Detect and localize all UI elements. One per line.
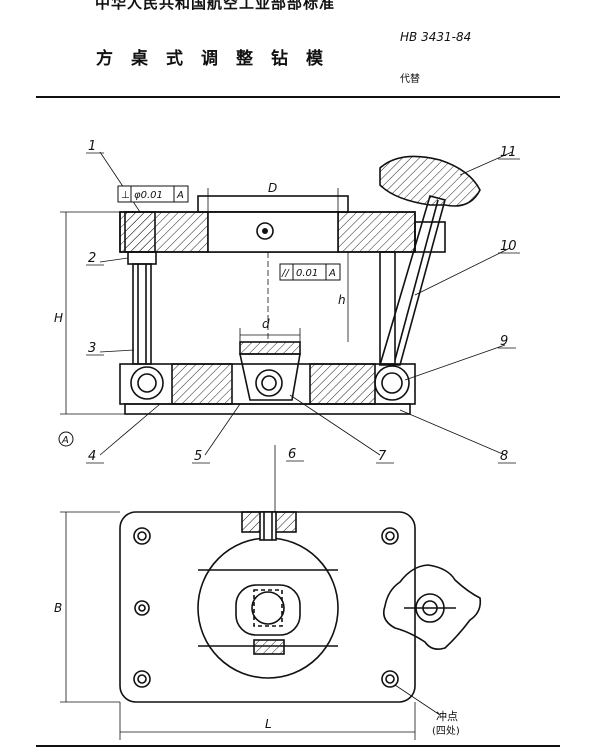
base-hatch-left — [171, 363, 233, 405]
dim-B: B — [54, 601, 62, 615]
part-4: 4 — [88, 449, 96, 464]
right-eye — [374, 365, 410, 401]
dim-L: L — [265, 717, 272, 731]
note-punch-count: (四处) — [432, 725, 460, 737]
right-pillar — [379, 251, 396, 365]
part-6: 6 — [288, 447, 296, 462]
part-3: 3 — [88, 341, 96, 356]
svg-text:A: A — [61, 435, 69, 446]
standard-number: HB 3431-84 — [400, 30, 472, 44]
par-symbol: // — [281, 268, 290, 279]
perp-datum: A — [176, 190, 184, 201]
part-1: 1 — [88, 139, 96, 154]
pillar-3 — [132, 263, 152, 365]
dim-H: H — [54, 311, 63, 325]
org-title: 中华人民共和国航空工业部部标准 — [95, 0, 336, 12]
upper-boss — [197, 195, 349, 213]
part-9: 9 — [500, 334, 508, 349]
top-hole — [256, 222, 274, 240]
note-punch: 冲点 — [436, 709, 458, 723]
part-8: 8 — [500, 449, 508, 464]
left-eye — [130, 366, 164, 400]
clamp-body — [239, 353, 301, 401]
front-view — [119, 155, 481, 415]
part-10: 10 — [500, 239, 517, 254]
pillar-cap — [124, 211, 156, 253]
datum-A: A — [58, 431, 74, 447]
perp-value: φ0.01 — [134, 190, 163, 201]
star-knob-11 — [379, 155, 481, 207]
tolerance-parallel: // 0.01 A — [279, 263, 341, 281]
clamp-cap — [239, 341, 301, 355]
dim-h: h — [338, 293, 346, 307]
part-7: 7 — [378, 449, 387, 464]
front-dimensions — [60, 151, 513, 520]
footer-rule — [36, 745, 560, 747]
label-underlines — [86, 152, 520, 464]
doc-title: 方桌式调整钻模 — [96, 49, 341, 69]
right-eye-pin — [381, 372, 403, 394]
nut — [127, 251, 157, 265]
star-knob-top — [382, 564, 482, 650]
base-hatch-right — [309, 363, 376, 405]
top-dimensions — [60, 511, 441, 740]
replaces-label: 代替 — [400, 74, 420, 85]
header-rule — [36, 96, 560, 98]
part-5: 5 — [194, 449, 202, 464]
base-foot — [124, 403, 411, 415]
perp-symbol: ⊥ — [121, 190, 130, 201]
top-plate-hatch-right — [337, 211, 416, 253]
left-eye-pin — [137, 373, 157, 393]
dim-D: D — [268, 181, 277, 195]
dim-d: d — [262, 317, 270, 331]
part-2: 2 — [88, 251, 96, 266]
part-labels: 1 2 3 4 5 6 7 8 9 10 11 — [88, 139, 517, 464]
tolerance-perpendicular: ⊥ φ0.01 A — [117, 185, 189, 203]
top-view — [119, 511, 482, 703]
clamp-eye — [255, 369, 283, 397]
par-value: 0.01 — [296, 268, 318, 279]
clamp-top — [235, 584, 301, 636]
part-11: 11 — [500, 145, 517, 160]
par-datum: A — [328, 268, 336, 279]
table-circle — [197, 537, 339, 679]
